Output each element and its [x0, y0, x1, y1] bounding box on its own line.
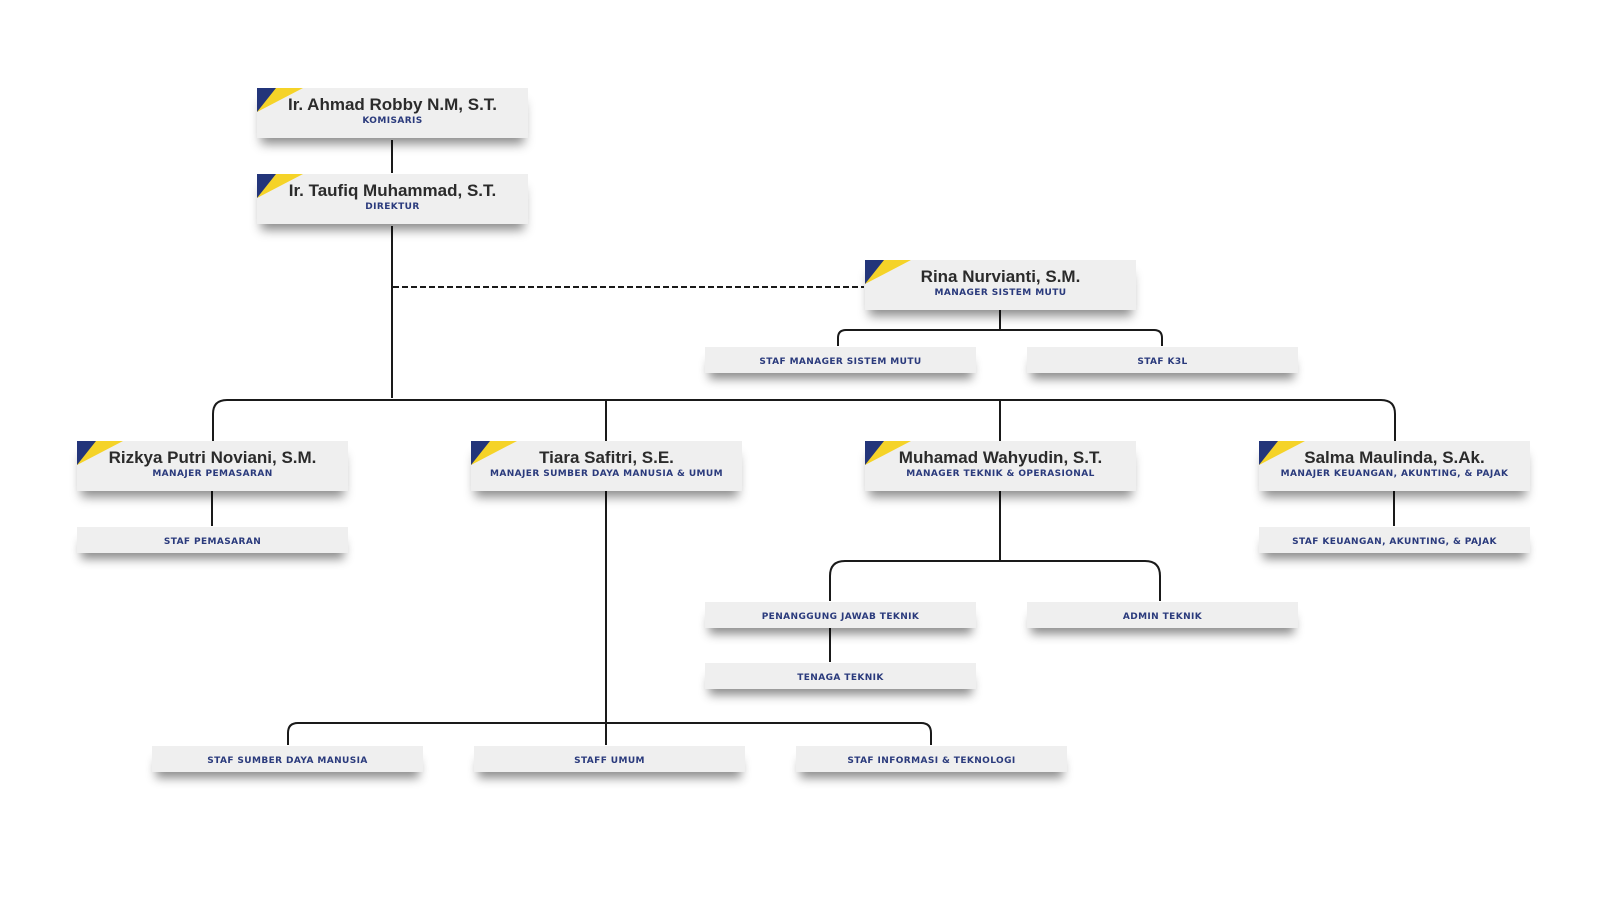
teknik-role: MANAGER TEKNIK & OPERASIONAL: [906, 469, 1095, 479]
connector-manager-bus: [212, 399, 1396, 442]
direktur-role: DIREKTUR: [365, 202, 420, 212]
connector-teknik-bus: [829, 560, 1161, 601]
staff-label: STAF PEMASARAN: [163, 537, 262, 547]
staff-label: STAFF UMUM: [574, 756, 645, 766]
sdm-umum-role: MANAJER SUMBER DAYA MANUSIA & UMUM: [490, 469, 723, 479]
connector-sdm-bus: [287, 722, 932, 745]
staff-label: STAF INFORMASI & TEKNOLOGI: [847, 756, 1016, 766]
card-manajer-pemasaran: Rizkya Putri Noviani, S.M. MANAJER PEMAS…: [77, 441, 348, 491]
card-staf-keuangan: STAF KEUANGAN, AKUNTING, & PAJAK: [1259, 527, 1530, 553]
direktur-name: Ir. Taufiq Muhammad, S.T.: [288, 181, 497, 200]
card-admin-teknik: ADMIN TEKNIK: [1027, 602, 1298, 628]
card-manager-sistem-mutu: Rina Nurvianti, S.M. MANAGER SISTEM MUTU: [865, 260, 1136, 310]
sistem-mutu-role: MANAGER SISTEM MUTU: [934, 288, 1067, 298]
staff-label: STAF KEUANGAN, AKUNTING, & PAJAK: [1292, 537, 1497, 547]
keuangan-role: MANAJER KEUANGAN, AKUNTING, & PAJAK: [1280, 469, 1509, 479]
card-staf-k3l: STAF K3L: [1027, 347, 1298, 373]
navy-yellow-corner-ribbon-icon: [1259, 441, 1305, 465]
card-direktur: Ir. Taufiq Muhammad, S.T. DIREKTUR: [257, 174, 528, 224]
card-manajer-sdm-umum: Tiara Safitri, S.E. MANAJER SUMBER DAYA …: [471, 441, 742, 491]
navy-yellow-corner-ribbon-icon: [257, 88, 303, 112]
staff-label: STAF K3L: [1137, 357, 1188, 367]
card-manajer-keuangan: Salma Maulinda, S.Ak. MANAJER KEUANGAN, …: [1259, 441, 1530, 491]
komisaris-name: Ir. Ahmad Robby N.M, S.T.: [287, 95, 498, 114]
navy-yellow-corner-ribbon-icon: [865, 260, 911, 284]
card-penanggung-jawab-teknik: PENANGGUNG JAWAB TEKNIK: [705, 602, 976, 628]
navy-yellow-corner-ribbon-icon: [865, 441, 911, 465]
card-staf-pemasaran: STAF PEMASARAN: [77, 527, 348, 553]
card-staf-informasi-teknologi: STAF INFORMASI & TEKNOLOGI: [796, 746, 1067, 772]
keuangan-name: Salma Maulinda, S.Ak.: [1304, 448, 1485, 467]
card-staf-manager-sistem-mutu: STAF MANAGER SISTEM MUTU: [705, 347, 976, 373]
sdm-umum-name: Tiara Safitri, S.E.: [539, 448, 674, 467]
navy-yellow-corner-ribbon-icon: [257, 174, 303, 198]
card-staf-sumber-daya-manusia: STAF SUMBER DAYA MANUSIA: [152, 746, 423, 772]
card-tenaga-teknik: TENAGA TEKNIK: [705, 663, 976, 689]
sistem-mutu-name: Rina Nurvianti, S.M.: [920, 267, 1081, 286]
staff-label: STAF MANAGER SISTEM MUTU: [759, 357, 922, 367]
card-manager-teknik-operasional: Muhamad Wahyudin, S.T. MANAGER TEKNIK & …: [865, 441, 1136, 491]
card-staff-umum: STAFF UMUM: [474, 746, 745, 772]
komisaris-role: KOMISARIS: [362, 116, 423, 126]
staff-label: PENANGGUNG JAWAB TEKNIK: [761, 612, 920, 622]
staff-label: ADMIN TEKNIK: [1122, 612, 1203, 622]
pemasaran-name: Rizkya Putri Noviani, S.M.: [108, 448, 317, 467]
staff-label: STAF SUMBER DAYA MANUSIA: [207, 756, 368, 766]
navy-yellow-corner-ribbon-icon: [471, 441, 517, 465]
connector-mutu-bus: [837, 329, 1163, 346]
teknik-name: Muhamad Wahyudin, S.T.: [898, 448, 1103, 467]
navy-yellow-corner-ribbon-icon: [77, 441, 123, 465]
pemasaran-role: MANAJER PEMASARAN: [152, 469, 273, 479]
staff-label: TENAGA TEKNIK: [797, 673, 884, 683]
card-komisaris: Ir. Ahmad Robby N.M, S.T. KOMISARIS: [257, 88, 528, 138]
